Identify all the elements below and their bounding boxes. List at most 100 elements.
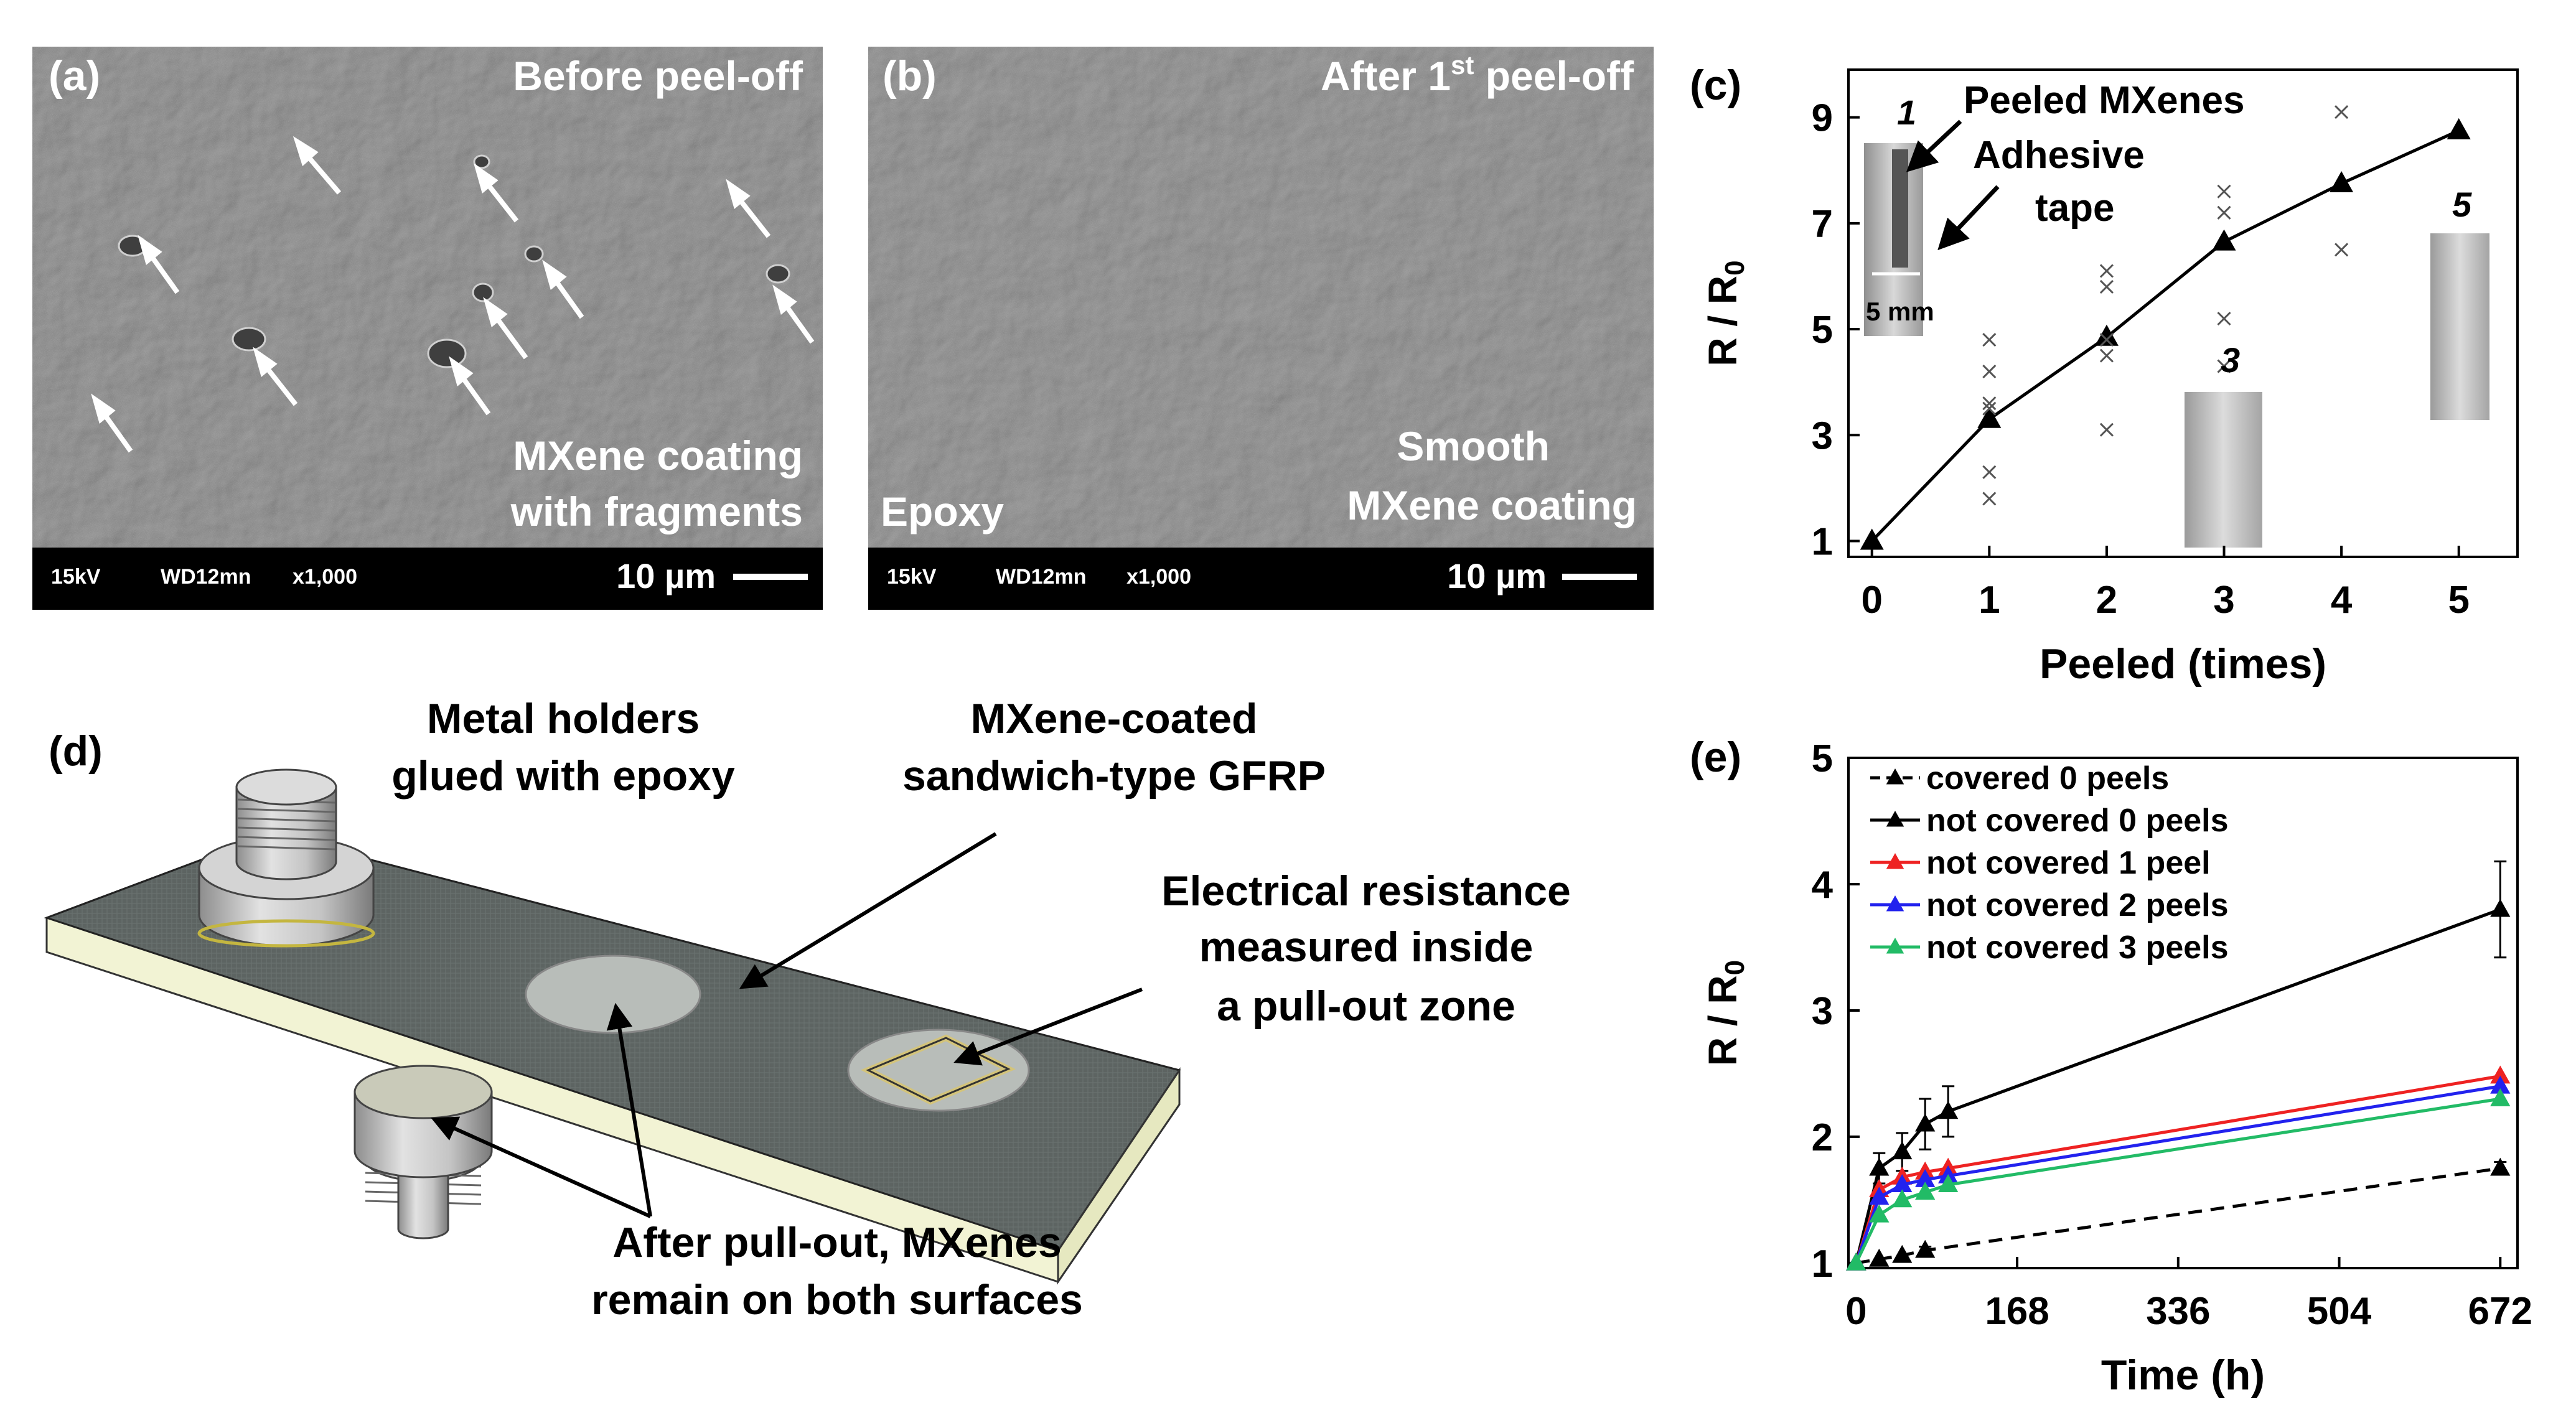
data-point: [1938, 1174, 1959, 1192]
data-point: [2490, 1157, 2511, 1176]
y-tick-label: 5: [1812, 309, 1833, 352]
y-tick-label: 3: [1812, 414, 1833, 457]
panel-a-caption-2: with fragments: [510, 488, 803, 534]
sem-wd: WD12mn: [161, 565, 251, 589]
x-tick-label: 5: [2448, 579, 2469, 622]
panel-d-letter: (d): [49, 727, 103, 775]
data-point: [1915, 1113, 1936, 1132]
data-point: [1869, 1157, 1890, 1176]
data-point-individual: [2099, 332, 2114, 347]
metal-holder-top: [197, 768, 375, 948]
sem-arrows: [91, 136, 815, 453]
label-holders-1: Metal holders: [427, 695, 700, 742]
y-tick-label: 4: [1812, 864, 1834, 907]
label-gfrp-1: MXene-coated: [971, 695, 1258, 742]
panel-b-caption-1: Smooth: [1397, 423, 1550, 469]
legend-swatch-marker: [1886, 811, 1904, 827]
x-tick-label: 168: [1985, 1290, 2049, 1333]
data-point: [2490, 1088, 2511, 1106]
data-point: [1915, 1182, 1936, 1200]
x-tick-label: 336: [2146, 1290, 2210, 1333]
data-point-individual: [1982, 401, 1997, 416]
legend-swatch-marker: [1886, 895, 1904, 912]
data-point-individual: [2217, 184, 2231, 198]
data-point-mean: [1860, 528, 1884, 550]
sem-kv: 15kV: [51, 565, 101, 589]
data-point: [2490, 1065, 2511, 1084]
legend-label: covered 0 peels: [1926, 760, 2169, 796]
panel-a-caption-1: MXene coating: [513, 432, 803, 478]
label-resistance-3: a pull-out zone: [1217, 982, 1515, 1030]
x-axis-label: Peeled (times): [2040, 640, 2326, 688]
data-point-mean: [2094, 324, 2119, 346]
data-point-individual: [2335, 243, 2349, 257]
panel-b-caption-2: MXene coating: [1347, 482, 1637, 528]
y-axis-label: R / R0: [1700, 960, 1750, 1066]
y-tick-label: 3: [1812, 990, 1833, 1033]
label-after-2: remain on both surfaces: [591, 1276, 1083, 1323]
series-line: [1854, 1085, 2501, 1264]
metal-holder-bottom: [354, 1065, 493, 1239]
data-point-individual: [2099, 264, 2114, 278]
panel-a-letter: (a): [49, 52, 100, 100]
y-tick-label: 1: [1812, 1243, 1833, 1286]
data-point-mean: [1977, 406, 2002, 428]
label-holders-2: glued with epoxy: [391, 752, 735, 800]
x-tick-label: 4: [2331, 579, 2353, 622]
data-point-individual: [2099, 348, 2114, 363]
data-point: [1915, 1169, 1936, 1187]
sem-kv: 15kV: [887, 565, 937, 589]
schematic-arrows: [431, 832, 1143, 1218]
data-point-individual: [1982, 396, 1997, 411]
inset-photo-number: 1: [1897, 93, 1916, 132]
x-axis-label: Time (h): [2101, 1351, 2265, 1399]
inset-arrow-peeled: [1906, 119, 1962, 172]
data-point-individual: [2217, 205, 2231, 220]
data-point: [1869, 1204, 1890, 1223]
label-resistance-1: Electrical resistance: [1161, 867, 1571, 915]
x-tick-label: 0: [1861, 579, 1882, 622]
sem-mag: x1,000: [1126, 565, 1191, 589]
data-point: [1892, 1174, 1913, 1192]
panel-a-title: Before peel-off: [513, 53, 803, 99]
data-point: [1846, 1252, 1866, 1271]
data-point-mean: [2447, 118, 2471, 139]
x-tick-label: 3: [2213, 579, 2234, 622]
label-resistance-2: measured inside: [1199, 923, 1534, 971]
legend-label: not covered 1 peel: [1926, 845, 2211, 881]
resistance-electrode-outline: [866, 1037, 1011, 1103]
panel-b-epoxy-label: Epoxy: [881, 488, 1004, 534]
legend-swatch-marker: [1886, 853, 1904, 869]
pull-out-zone-1: [525, 954, 701, 1034]
inset-peeled-strip: [1892, 149, 1908, 268]
panel-e-letter: (e): [1690, 734, 1741, 781]
y-tick-label: 2: [1812, 1116, 1833, 1159]
data-point: [1938, 1101, 1959, 1119]
data-point-individual: [1982, 492, 1997, 506]
data-point: [1892, 1141, 1913, 1160]
inset-label-adhesive: Adhesive: [1973, 134, 2145, 177]
panel-a: (a) Before peel-off MXene coating with f…: [32, 47, 823, 610]
y-tick-label: 1: [1812, 520, 1833, 563]
sem-mag: x1,000: [293, 565, 357, 589]
y-tick-label: 9: [1812, 97, 1833, 140]
plot-frame: [1847, 757, 2519, 1269]
panel-b-letter: (b): [883, 52, 937, 100]
y-axis-label: R / R0: [1700, 260, 1750, 366]
data-point-mean: [2212, 229, 2236, 251]
data-point-individual: [1982, 465, 1997, 479]
label-gfrp-2: sandwich-type GFRP: [902, 752, 1326, 800]
x-tick-label: 0: [1845, 1290, 1866, 1333]
label-after-1: After pull-out, MXenes: [612, 1219, 1062, 1266]
inset-photo-3: [2185, 392, 2262, 548]
sem-wd: WD12mn: [996, 565, 1086, 589]
data-point-individual: [1982, 365, 1997, 379]
data-point-individual: [2099, 422, 2114, 437]
sem-scale-label: 10 µm: [1447, 556, 1547, 595]
panel-c-letter: (c): [1690, 62, 1741, 109]
series-line-mean: [1870, 129, 2460, 543]
data-point-individual: [1982, 332, 1997, 347]
